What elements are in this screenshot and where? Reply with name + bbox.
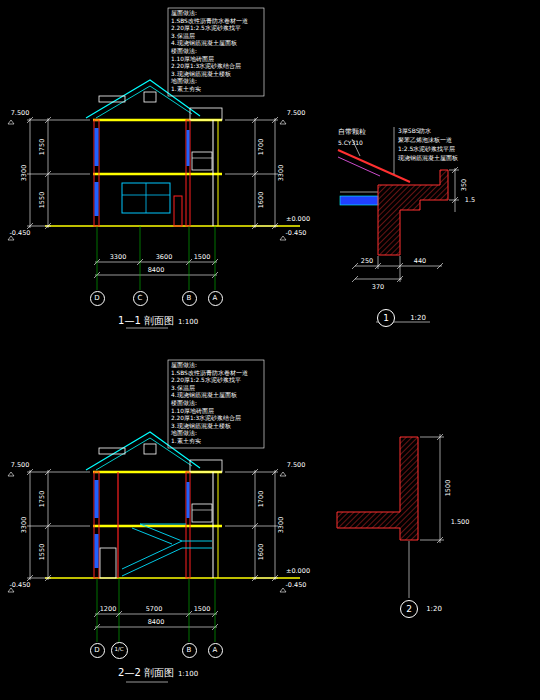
section-1-1 [8,8,300,328]
note-text: 5.CY310 [338,140,363,146]
drawing-label: 1:100 [178,319,198,326]
drawing-label: -0.450 [286,230,307,237]
note-text: 屋面做法: [171,11,197,17]
note-text: 1.素土夯实 [171,439,201,445]
dimension-text: 1750 [39,139,46,156]
drawing-label: 3300 [110,254,127,261]
dimension-text: 1700 [258,139,265,156]
drawing-label: 8400 [148,267,165,274]
drawing-label: 8400 [148,619,165,626]
dimension-text: 1700 [258,491,265,508]
dimension-text: 3300 [278,165,285,182]
note-text: 楼面做法: [171,49,197,55]
axis-label: 1 [383,314,389,323]
section-2-2 [8,360,300,682]
drawing-label: 7.500 [287,462,306,469]
dimension-text: 1500 [445,480,452,497]
drawing-label: 7.500 [11,462,30,469]
axis-label: A [213,295,218,302]
drawing-label: 440 [414,258,426,265]
axis-bubble: B [182,643,197,658]
drawing-label: 3600 [156,254,173,261]
drawing-label: 1:100 [178,671,198,678]
drawing-label: 250 [361,258,373,265]
drawing-label: 5700 [146,606,163,613]
drawing-label: ±0.000 [286,216,310,223]
dimension-text: 3300 [278,517,285,534]
drawing-label: 1500 [194,606,211,613]
note-text: 1.素土夯实 [171,87,201,93]
note-text: 3.现浇钢筋混凝土楼板 [171,424,231,430]
note-text: 现浇钢筋混凝土屋面板 [398,155,458,161]
note-text: 1.10厚地砖面层 [171,409,214,415]
note-text: 地面做法: [171,79,197,85]
note-text: 4.现浇钢筋混凝土屋面板 [171,393,237,399]
detail-callout: 2 [400,600,418,618]
note-text: 3厚SBS防水 [398,128,431,134]
axis-label: 2 [406,605,412,614]
note-text: 3.保温层 [171,386,195,392]
dimension-text: 1550 [39,192,46,209]
note-text: 楼面做法: [171,401,197,407]
axis-label: C [138,295,143,302]
dimension-text: 1550 [39,544,46,561]
drawing-label: -0.450 [286,582,307,589]
note-text: 2.20厚1:3水泥砂浆结合层 [171,64,241,70]
dimension-text: 1600 [258,544,265,561]
drawing-label: 7.500 [11,110,30,117]
detail-2 [337,434,444,598]
drawing-label: 1:20 [410,315,426,322]
axis-label: 1/C [114,647,123,653]
axis-label: B [187,295,192,302]
drawing-label: 1200 [100,606,117,613]
axis-bubble: D [90,643,105,658]
axis-label: A [213,647,218,654]
note-text: 地面做法: [171,431,197,437]
note-text: 3.现浇钢筋混凝土楼板 [171,72,231,78]
drawing-label: 1500 [194,254,211,261]
note-text: 1.SBS改性沥青防水卷材一道 [171,19,248,25]
dimension-text: 1600 [258,192,265,209]
note-text: 1.SBS改性沥青防水卷材一道 [171,371,248,377]
axis-label: D [94,295,99,302]
drawing-label: 1:20 [426,606,442,613]
detail-1 [338,127,459,322]
note-text: 4.现浇钢筋混凝土屋面板 [171,41,237,47]
axis-bubble: B [182,291,197,306]
drawing-label: 2—2 剖面图 [118,668,174,678]
drawing-label: 1.500 [451,519,470,526]
axis-label: D [94,647,99,654]
dimension-text: 1750 [39,491,46,508]
drawing-label: 1—1 剖面图 [118,316,174,326]
axis-label: B [187,647,192,654]
axis-bubble: 1/C [111,642,128,659]
detail-callout: 1 [377,309,395,327]
dimension-text: 3300 [21,165,28,182]
drawing-label: 370 [372,284,384,291]
axis-bubble: A [208,291,223,306]
note-text: 自带颗粒 [338,129,366,136]
note-text: 2.20厚1:2.5水泥砂浆找平 [171,26,241,32]
drawing-label: ±0.000 [286,568,310,575]
note-text: 3.保温层 [171,34,195,40]
dimension-text: 3300 [21,517,28,534]
note-text: 2.20厚1:2.5水泥砂浆找平 [171,378,241,384]
axis-bubble: A [208,643,223,658]
note-text: 1.10厚地砖面层 [171,57,214,63]
drawing-label: 1.5 [465,197,475,204]
note-text: 聚苯乙烯泡沫板一道 [398,137,452,143]
axis-bubble: C [133,291,148,306]
dimension-text: 350 [461,179,468,191]
drawing-label: -0.450 [10,230,31,237]
drawing-label: 7.500 [287,110,306,117]
drawing-label: -0.450 [10,582,31,589]
note-text: 1:2.5水泥砂浆找平层 [398,146,455,152]
note-text: 屋面做法: [171,363,197,369]
axis-bubble: D [90,291,105,306]
note-text: 2.20厚1:3水泥砂浆结合层 [171,416,241,422]
